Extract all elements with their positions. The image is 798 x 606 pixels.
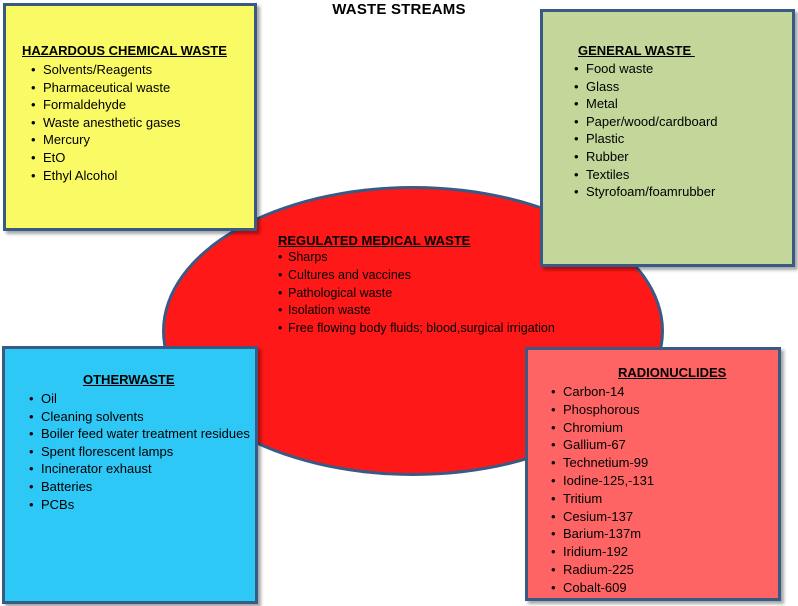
- hazardous-chemical-waste-heading: HAZARDOUS CHEMICAL WASTE: [22, 43, 227, 58]
- list-item: Food waste: [571, 60, 792, 78]
- list-item: Mercury: [28, 131, 254, 149]
- regulated-medical-waste-content: REGULATED MEDICAL WASTE SharpsCultures a…: [278, 232, 558, 338]
- regulated-medical-waste-heading: REGULATED MEDICAL WASTE: [278, 233, 471, 248]
- list-item: Technetium-99: [548, 454, 778, 472]
- list-item: Cesium-137: [548, 508, 778, 526]
- other-waste-heading: OTHERWASTE: [83, 372, 175, 387]
- list-item: Incinerator exhaust: [26, 460, 255, 478]
- general-waste-list: Food wasteGlassMetalPaper/wood/cardboard…: [571, 60, 792, 201]
- list-item: Glass: [571, 78, 792, 96]
- list-item: Ethyl Alcohol: [28, 167, 254, 185]
- list-item: Oil: [26, 390, 255, 408]
- list-item: Waste anesthetic gases: [28, 114, 254, 132]
- list-item: Carbon-14: [548, 383, 778, 401]
- list-item: Cobalt-609: [548, 579, 778, 597]
- list-item: Barium-137m: [548, 525, 778, 543]
- list-item: Iodine-125,-131: [548, 472, 778, 490]
- general-waste-heading: GENERAL WASTE: [578, 43, 695, 58]
- list-item: Cultures and vaccines: [278, 267, 558, 285]
- list-item: Free flowing body fluids; blood,surgical…: [278, 320, 558, 338]
- other-waste-list: OilCleaning solventsBoiler feed water tr…: [26, 390, 255, 513]
- list-item: Chromium: [548, 419, 778, 437]
- radionuclides-box: RADIONUCLIDES Carbon-14PhosphorousChromi…: [525, 347, 781, 601]
- diagram-title: WASTE STREAMS: [332, 1, 466, 18]
- list-item: Cleaning solvents: [26, 408, 255, 426]
- list-item: Solvents/Reagents: [28, 61, 254, 79]
- list-item: Textiles: [571, 166, 792, 184]
- list-item: Styrofoam/foamrubber: [571, 183, 792, 201]
- list-item: Phosphorous: [548, 401, 778, 419]
- list-item: PCBs: [26, 496, 255, 514]
- list-item: EtO: [28, 149, 254, 167]
- hazardous-chemical-waste-list: Solvents/ReagentsPharmaceutical wasteFor…: [28, 61, 254, 184]
- list-item: Pathological waste: [278, 285, 558, 303]
- list-item: Paper/wood/cardboard: [571, 113, 792, 131]
- list-item: Sharps: [278, 249, 558, 267]
- list-item: Isolation waste: [278, 302, 558, 320]
- list-item: Boiler feed water treatment residues: [26, 425, 255, 443]
- list-item: Spent florescent lamps: [26, 443, 255, 461]
- general-waste-box: GENERAL WASTE Food wasteGlassMetalPaper/…: [540, 9, 795, 267]
- list-item: Iridium-192: [548, 543, 778, 561]
- radionuclides-list: Carbon-14PhosphorousChromiumGallium-67Te…: [548, 383, 778, 597]
- list-item: Batteries: [26, 478, 255, 496]
- list-item: Tritium: [548, 490, 778, 508]
- list-item: Gallium-67: [548, 436, 778, 454]
- radionuclides-heading: RADIONUCLIDES: [618, 365, 727, 380]
- list-item: Rubber: [571, 148, 792, 166]
- list-item: Formaldehyde: [28, 96, 254, 114]
- other-waste-box: OTHERWASTE OilCleaning solventsBoiler fe…: [2, 346, 258, 604]
- list-item: Radium-225: [548, 561, 778, 579]
- regulated-medical-waste-list: SharpsCultures and vaccinesPathological …: [278, 249, 558, 338]
- hazardous-chemical-waste-box: HAZARDOUS CHEMICAL WASTE Solvents/Reagen…: [3, 3, 257, 231]
- list-item: Pharmaceutical waste: [28, 79, 254, 97]
- list-item: Metal: [571, 95, 792, 113]
- list-item: Plastic: [571, 130, 792, 148]
